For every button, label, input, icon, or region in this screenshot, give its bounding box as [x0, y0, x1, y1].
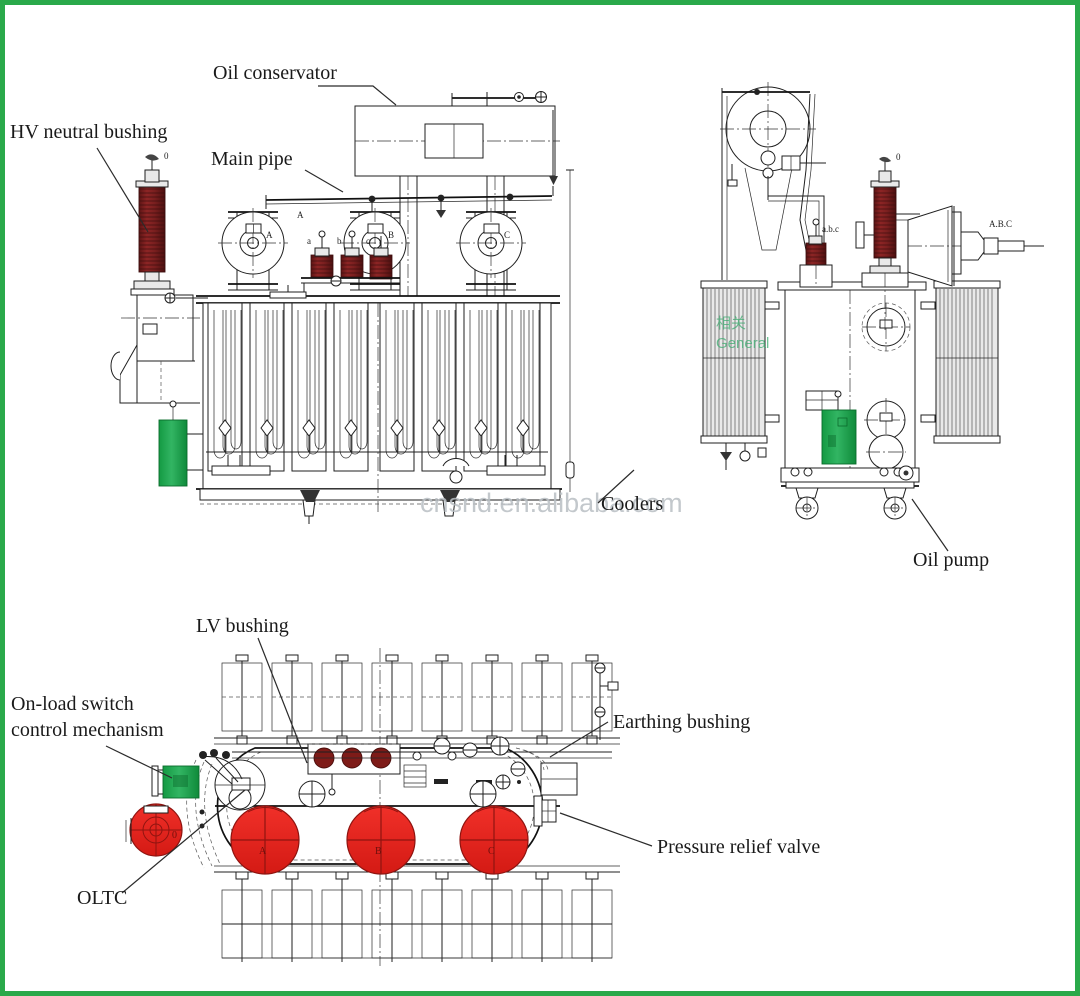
plan-hv-label-B: B: [375, 846, 382, 857]
front-lv-label-b: b: [337, 236, 342, 246]
plan-hv-label-A: A: [259, 846, 267, 857]
front-radiator-fin: [379, 302, 415, 472]
plan-right-fittings: [510, 662, 619, 827]
plan-radiator-unit: [321, 654, 363, 745]
plan-radiator-unit: [571, 871, 613, 962]
plan-manholes: [298, 780, 497, 808]
side-terminal-mark-ABC: A.B.C: [989, 219, 1012, 229]
plan-radiator-unit: [271, 654, 313, 745]
side-control-cabinet: [821, 390, 857, 465]
leader-earthing: [549, 721, 609, 758]
label-oil-pump: Oil pump: [913, 549, 989, 571]
plan-neutral-label-0: 0: [172, 830, 177, 841]
oil-conservator-tank: [354, 91, 560, 196]
plan-radiator-unit: [521, 654, 563, 745]
plan-radiator-unit: [221, 654, 263, 745]
plan-radiator-unit: [421, 871, 463, 962]
plan-top-view: A B C 0: [125, 648, 620, 966]
front-lv-label-c: c: [366, 236, 370, 246]
plan-radiator-unit: [221, 871, 263, 962]
plan-oltc-assembly: [151, 749, 266, 869]
label-pressure-relief: Pressure relief valve: [657, 836, 820, 858]
front-bottom-fittings: [300, 458, 470, 524]
leader-lv-bushing: [257, 637, 308, 764]
front-radiator-fin: [291, 302, 327, 472]
side-abc-terminal-box: A.B.C: [907, 205, 1044, 287]
leader-coolers: [597, 469, 635, 504]
watermark-alibaba: cnsnd.en.alibaba.com: [420, 488, 683, 518]
label-oil-conservator: Oil conservator: [213, 62, 337, 84]
side-radiator-left: [700, 280, 780, 470]
leader-lines: [96, 85, 949, 894]
plan-radiator-bank-top: [214, 654, 620, 745]
plan-radiator-unit: [371, 871, 413, 962]
side-lv-mark-abc: a.b.c: [822, 224, 839, 234]
label-lv-bushing: LV bushing: [196, 615, 289, 637]
hv-neutral-bushing-front: 0: [130, 151, 175, 348]
side-base-and-wheels: [780, 465, 920, 520]
watermark-general-top: 相关: [716, 315, 746, 332]
front-phase-label-A: A: [266, 230, 273, 240]
leader-main-pipe: [304, 169, 344, 193]
plan-radiator-unit: [421, 654, 463, 745]
front-control-cabinet: [158, 400, 203, 487]
plan-radiator-unit: [471, 871, 513, 962]
label-on-load-line2: control mechanism: [11, 719, 164, 741]
callout-labels: Oil conservator HV neutral bushing Main …: [10, 62, 989, 909]
plan-hv-bushing-A: A: [230, 805, 300, 875]
front-neutral-mark-0: 0: [164, 151, 169, 161]
front-radiator-fin: [249, 302, 285, 472]
label-earthing-bushing: Earthing bushing: [613, 711, 750, 733]
front-hv-bushing-A: A: [218, 208, 288, 291]
side-hv-neutral-bushing: 0: [855, 152, 920, 330]
leader-hv-neutral: [96, 147, 149, 233]
front-radiator-bank: [206, 285, 548, 476]
label-main-pipe: Main pipe: [211, 148, 293, 170]
front-phase-label-B: B: [388, 230, 394, 240]
plan-radiator-unit: [321, 871, 363, 962]
side-elevation-view: 0 a.b.c: [700, 82, 1044, 520]
leader-oltc: [121, 789, 246, 894]
side-neutral-mark-0: 0: [896, 152, 901, 162]
side-wheel: [883, 487, 907, 520]
front-lv-label-a: a: [307, 236, 311, 246]
front-radiator-fin: [333, 302, 369, 472]
plan-neutral-bushing: 0: [125, 803, 183, 857]
side-radiator-right: [920, 280, 1001, 444]
front-hv-bushing-C: C: [456, 208, 526, 291]
plan-radiator-unit: [271, 871, 313, 962]
label-oltc: OLTC: [77, 887, 127, 909]
watermark-general: General: [716, 335, 769, 352]
front-radiator-fin: [421, 302, 457, 472]
plan-hv-bushing-C: C: [459, 805, 529, 875]
leader-pressure-relief: [559, 812, 653, 847]
side-wheel: [795, 487, 819, 520]
front-lv-bushing-group: a b c: [301, 230, 400, 296]
front-oltc-housing: [110, 292, 208, 404]
label-on-load-line1: On-load switch: [11, 693, 134, 715]
leader-on-load: [105, 745, 173, 779]
label-hv-neutral-bushing: HV neutral bushing: [10, 121, 167, 143]
front-radiator-fin: [463, 302, 499, 472]
front-phase-label-C: C: [504, 230, 510, 240]
label-coolers: Coolers: [601, 493, 663, 515]
plan-bottom-rails: [222, 923, 612, 959]
plan-radiator-unit: [571, 654, 613, 745]
side-conservator-drum: [720, 82, 826, 281]
front-right-gauge-rod: [565, 169, 575, 492]
front-radiator-fin: [207, 302, 243, 472]
plan-hv-label-C: C: [488, 846, 495, 857]
plan-radiator-unit: [521, 871, 563, 962]
leader-oil-pump: [911, 498, 949, 552]
plan-radiator-unit: [471, 654, 513, 745]
front-elevation-view: A: [110, 91, 575, 524]
plan-radiator-unit: [371, 654, 413, 745]
plan-hv-bushing-B: B: [346, 805, 416, 875]
front-radiator-fin: [505, 302, 541, 472]
side-lv-bushing: a.b.c: [799, 218, 839, 288]
front-phase-mark-A-pipe: A: [297, 210, 304, 220]
leader-oil-conservator: [318, 85, 397, 106]
plan-radiator-bank-bottom: [214, 865, 620, 962]
